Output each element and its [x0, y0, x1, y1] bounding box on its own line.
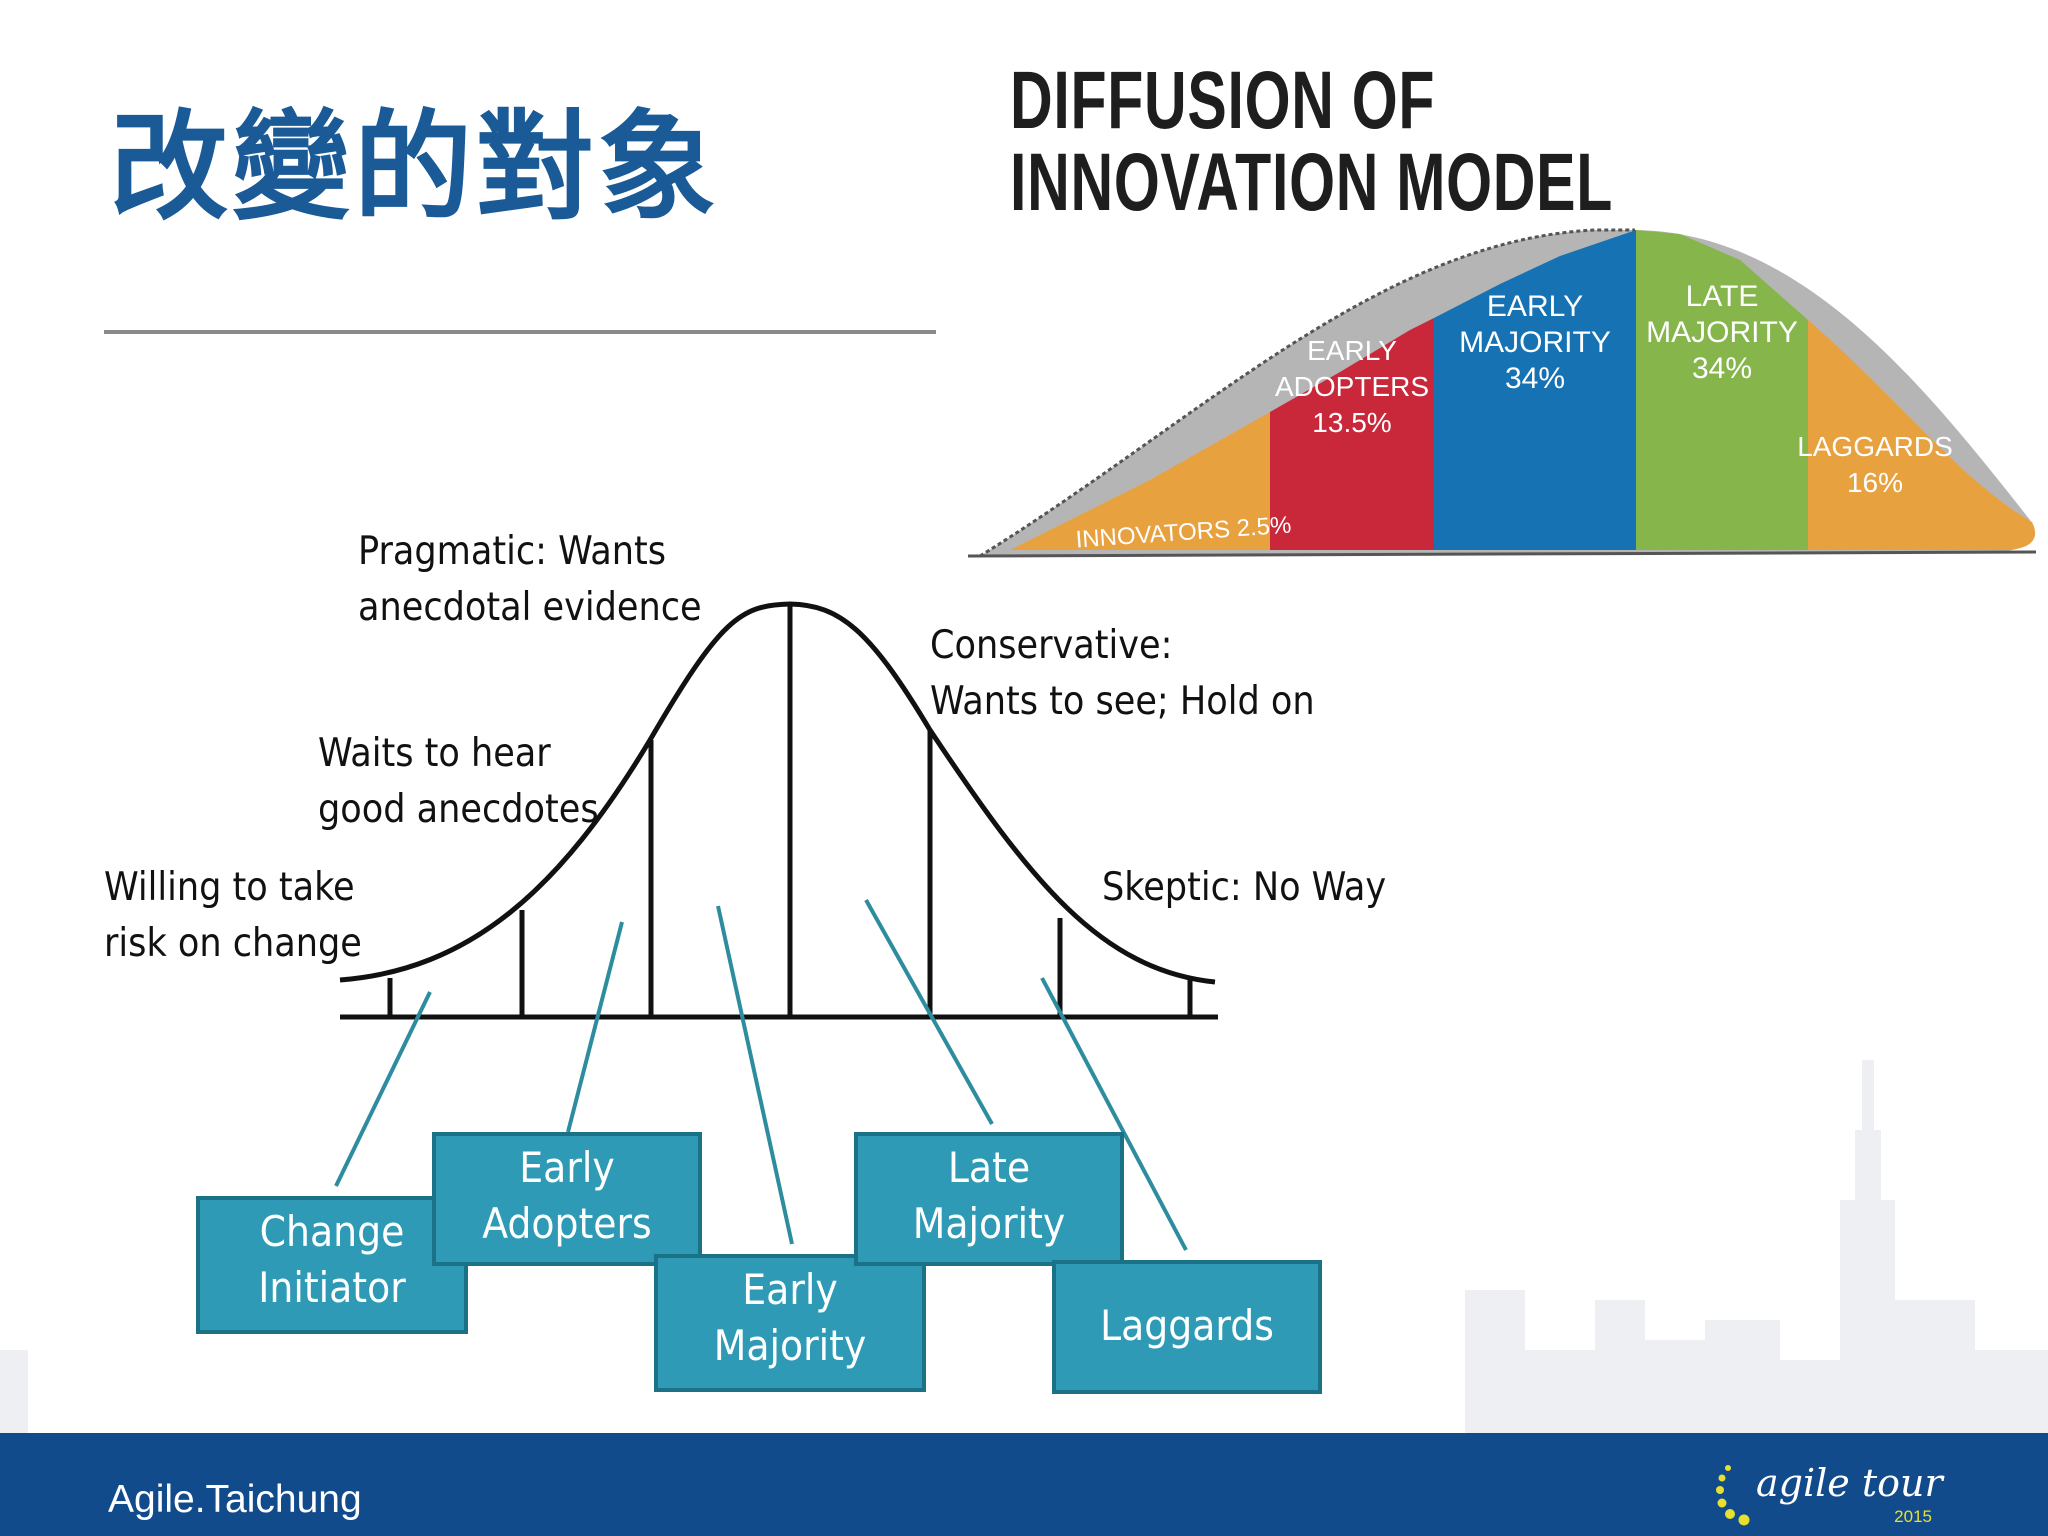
segment-early-majority [1434, 230, 1636, 550]
bell-annotation-line: Skeptic: No Way [1102, 865, 1386, 910]
footer-bar [0, 1433, 2048, 1536]
diffusion-segment-label-line: LATE [1686, 280, 1759, 313]
category-box-label-line: Majority [714, 1321, 867, 1370]
bell-annotation-line: Wants to see; Hold on [930, 679, 1315, 724]
segment-innovators [1010, 412, 1270, 550]
bell-annotation-line: good anecdotes [318, 787, 599, 832]
bell-annotations: Pragmatic: Wants anecdotal evidence Waits… [104, 529, 1386, 966]
diffusion-segment-label-line: LAGGARDS [1797, 431, 1953, 462]
diffusion-segment-label-line: ADOPTERS [1275, 371, 1429, 402]
bell-annotation-line: Pragmatic: Wants [358, 529, 666, 574]
logo-dots-icon [1716, 1465, 1750, 1526]
footer-label: Agile.Taichung [108, 1478, 362, 1521]
agile-tour-logo: agile tour 2015 [1716, 1461, 1945, 1526]
diffusion-segment-label-line: 34% [1692, 352, 1752, 385]
category-box-label-line: Change [260, 1207, 405, 1256]
diffusion-segment-label-line: MAJORITY [1459, 326, 1611, 359]
diffusion-segment-label-line: EARLY [1487, 290, 1583, 323]
connector-lines [334, 899, 1188, 1251]
category-box-label-line: Majority [913, 1199, 1066, 1248]
skyline-background [0, 1060, 2048, 1433]
diffusion-model-heading: DIFFUSION OF INNOVATION MODEL [1010, 55, 1613, 228]
box-laggards: Laggards [1052, 1260, 1322, 1394]
svg-text:Laggards: Laggards [1100, 1301, 1274, 1350]
diffusion-segment-label-line: EARLY [1307, 335, 1397, 366]
svg-text:Skeptic: No Way: Skeptic: No Way [1102, 865, 1386, 910]
bell-annotation-line: Conservative: [930, 623, 1172, 668]
diffusion-segment-label-line: MAJORITY [1646, 316, 1798, 349]
category-box-label-line: Late [948, 1143, 1030, 1192]
diffusion-segment-label-line: 16% [1847, 467, 1903, 498]
bell-annotation-line: risk on change [104, 921, 362, 966]
bell-annotation-line: Willing to take [104, 865, 355, 910]
bell-annotation-line: Waits to hear [318, 731, 551, 776]
diffusion-segment-label-line: 34% [1505, 362, 1565, 395]
bell-annotation-line: anecdotal evidence [358, 585, 702, 630]
diffusion-segment-label-line: 13.5% [1312, 407, 1391, 438]
slide-title: 改變的對象 [110, 98, 721, 236]
svg-text:agile tour: agile tour [1756, 1461, 1945, 1505]
category-box-label-line: Early [742, 1265, 837, 1314]
category-box-label-line: Adopters [482, 1199, 651, 1248]
category-box-label-line: Initiator [258, 1263, 406, 1312]
category-box-label-line: Laggards [1100, 1301, 1274, 1350]
title-divider [104, 330, 936, 334]
segment-late-majority [1636, 230, 1808, 550]
category-box-label-line: Early [519, 1143, 614, 1192]
segment-early-adopters [1270, 318, 1434, 550]
svg-text:2015: 2015 [1894, 1507, 1932, 1526]
segment-laggards [1808, 320, 2036, 550]
bell-curve [339, 601, 1218, 1020]
diffusion-curve [967, 228, 2037, 558]
svg-text:Conservative:Wants to see; Hol: Conservative: Wants to see; Hold on [930, 623, 1315, 724]
